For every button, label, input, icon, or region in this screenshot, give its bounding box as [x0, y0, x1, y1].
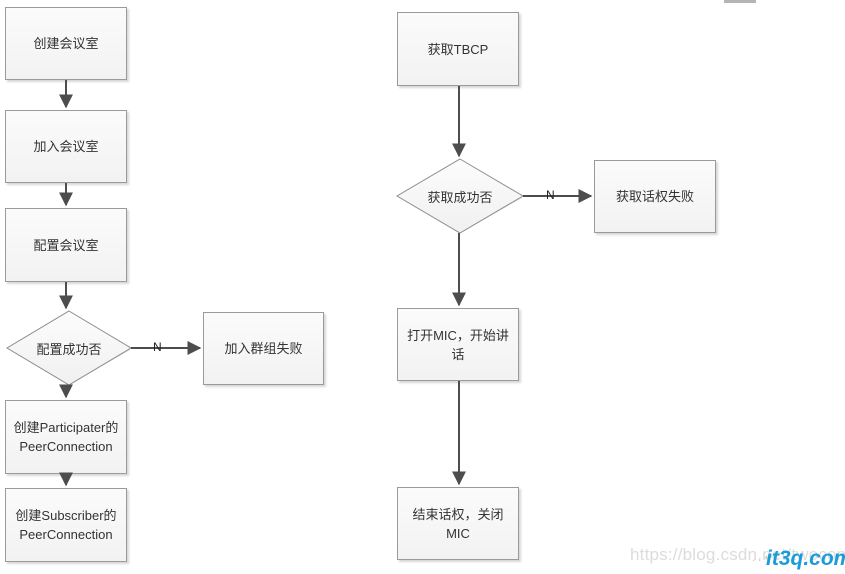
- node-get-tbcp[interactable]: 获取TBCP: [397, 12, 519, 86]
- node-get-failed[interactable]: 获取话权失败: [594, 160, 716, 233]
- node-config-room[interactable]: 配置会议室: [5, 208, 127, 282]
- node-create-subscriber[interactable]: 创建Subscriber的PeerConnection: [5, 488, 127, 562]
- node-get-success[interactable]: 获取成功否: [396, 158, 524, 234]
- diamond-shape: [396, 158, 524, 234]
- edge-label-left-no: N: [153, 340, 162, 354]
- node-get-success-label: 获取成功否: [427, 189, 493, 205]
- node-create-room[interactable]: 创建会议室: [5, 7, 127, 80]
- node-open-mic[interactable]: 打开MIC，开始讲话: [397, 308, 519, 381]
- node-create-participater[interactable]: 创建Participater的PeerConnection: [5, 400, 127, 474]
- site-watermark: it3q.com: [766, 547, 845, 570]
- csdn-watermark: https://blog.csdn.net/twoconk: [630, 545, 845, 564]
- stray-dots-artifact: . . ↵: [752, 552, 774, 564]
- node-close-mic[interactable]: 结束话权，关闭MIC: [397, 487, 519, 560]
- edge-label-right-no: N: [546, 188, 555, 202]
- node-config-success-label: 配置成功否: [36, 341, 102, 357]
- node-config-success[interactable]: 配置成功否: [6, 310, 132, 386]
- node-join-room[interactable]: 加入会议室: [5, 110, 127, 183]
- node-join-group-failed[interactable]: 加入群组失败: [203, 312, 324, 385]
- top-edge-artifact: [724, 0, 756, 3]
